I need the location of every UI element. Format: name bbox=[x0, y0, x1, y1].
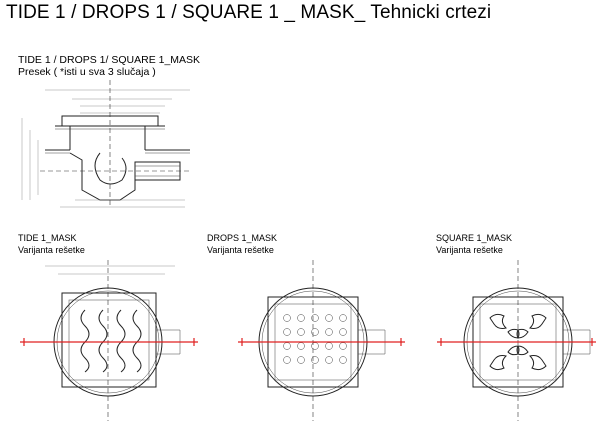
section-title: TIDE 1 / DROPS 1/ SQUARE 1_MASK bbox=[18, 54, 201, 66]
variant-drops-subtitle: Varijanta rešetke bbox=[207, 245, 274, 255]
variant-square-title: SQUARE 1_MASK bbox=[436, 233, 513, 243]
variant-tide-title: TIDE 1_MASK bbox=[18, 233, 77, 243]
variant-drops-title: DROPS 1_MASK bbox=[207, 233, 278, 243]
variant-tide-subtitle: Varijanta rešetke bbox=[18, 245, 85, 255]
variant-square-subtitle: Varijanta rešetke bbox=[436, 245, 503, 255]
section-subtitle: Presek ( *isti u sva 3 slučaja ) bbox=[18, 66, 156, 78]
page-title: TIDE 1 / DROPS 1 / SQUARE 1 _ MASK_ Tehn… bbox=[6, 2, 492, 23]
